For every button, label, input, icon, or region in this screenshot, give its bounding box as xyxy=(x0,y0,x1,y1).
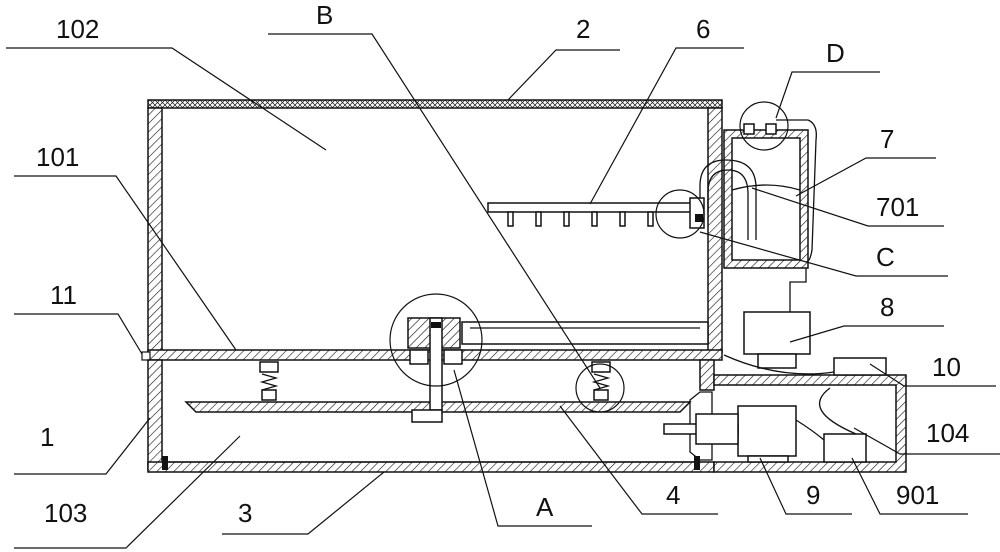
spring-right xyxy=(591,361,611,401)
detail-circle-d xyxy=(739,101,789,151)
spray-bar xyxy=(487,197,705,229)
label-102: 102 xyxy=(56,14,99,44)
label-9: 9 xyxy=(806,480,820,510)
switch xyxy=(833,357,887,376)
top-cover xyxy=(147,99,723,109)
label-3: 3 xyxy=(238,498,252,528)
label-b: B xyxy=(316,0,333,30)
side-box-wall xyxy=(713,374,907,473)
label-8: 8 xyxy=(880,292,894,322)
label-104: 104 xyxy=(926,418,969,448)
water-tank xyxy=(723,129,809,269)
label-6: 6 xyxy=(696,14,710,44)
controller xyxy=(823,433,867,463)
label-901: 901 xyxy=(896,480,939,510)
label-103: 103 xyxy=(44,498,87,528)
motor xyxy=(737,405,797,457)
spring-left xyxy=(259,361,279,401)
label-a: A xyxy=(536,492,554,522)
callout-labels: 102 B 2 6 D 7 101 701 C 11 8 10 1 104 10… xyxy=(36,0,969,528)
lower-left-wall xyxy=(147,359,163,471)
detail-circle-b xyxy=(575,363,625,413)
label-701: 701 xyxy=(876,192,919,222)
upper-right-wall xyxy=(707,107,723,353)
pump xyxy=(743,311,811,355)
detail-circle-a xyxy=(389,293,483,387)
lower-right-wall xyxy=(699,359,715,391)
label-7: 7 xyxy=(880,124,894,154)
rotating-hub xyxy=(407,317,709,423)
label-11: 11 xyxy=(50,280,77,310)
label-4: 4 xyxy=(666,480,680,510)
detail-circle-c xyxy=(655,189,705,239)
leader-lines xyxy=(6,33,1000,549)
label-c: C xyxy=(876,242,895,272)
label-1: 1 xyxy=(40,422,54,452)
upper-left-wall xyxy=(147,107,163,353)
label-2: 2 xyxy=(576,14,590,44)
spray-nozzles xyxy=(507,211,654,227)
lower-bottom-wall xyxy=(147,461,715,473)
side-chamber xyxy=(663,357,907,473)
label-10: 10 xyxy=(932,352,961,382)
hinge-pin xyxy=(141,351,151,361)
label-101: 101 xyxy=(36,142,79,172)
pump-assembly xyxy=(699,119,835,375)
label-d: D xyxy=(826,38,845,68)
